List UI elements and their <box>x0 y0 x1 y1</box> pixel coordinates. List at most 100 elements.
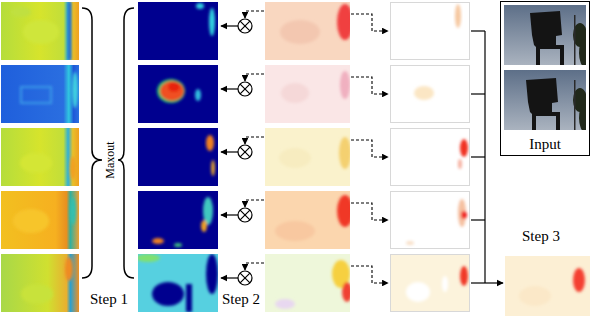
image-region <box>519 286 551 306</box>
image-region <box>157 79 185 103</box>
image-region <box>68 2 71 60</box>
arrow <box>221 214 238 215</box>
image-ground <box>138 191 218 249</box>
image-region <box>579 104 586 130</box>
image-region <box>574 80 576 130</box>
image-ground <box>265 254 350 312</box>
brace <box>118 8 134 278</box>
merge-line <box>471 156 485 157</box>
arrow <box>221 88 238 89</box>
image-region <box>406 241 414 245</box>
dashed-arrow <box>351 203 388 220</box>
image-region <box>168 82 180 92</box>
mask-map <box>138 191 218 249</box>
image-ground <box>390 65 470 123</box>
colour-map <box>265 65 350 123</box>
image-region <box>138 254 160 262</box>
image-border <box>391 3 470 60</box>
multiply-symbol <box>238 82 252 96</box>
score-map <box>1 191 79 249</box>
mask-map <box>138 65 218 123</box>
image-ground <box>390 128 470 186</box>
image-region <box>340 71 350 99</box>
image-region <box>414 86 434 100</box>
image-region <box>196 3 204 9</box>
input-photo <box>504 70 586 130</box>
multiply-symbol <box>238 271 252 285</box>
image-ground <box>265 65 350 123</box>
image-border <box>391 66 470 123</box>
masked-map <box>390 2 470 60</box>
image-ground <box>504 70 586 130</box>
step-label: Step 1 <box>90 291 128 308</box>
image-ground <box>138 128 218 186</box>
colour-map <box>265 2 350 60</box>
image-region <box>460 266 468 286</box>
image-border <box>391 192 470 249</box>
image-ground <box>138 65 218 123</box>
image-region <box>65 257 73 281</box>
dashed-arrow <box>245 137 264 144</box>
image-region <box>574 15 576 65</box>
arrow <box>221 25 238 26</box>
input-box: Input <box>500 1 590 156</box>
image-region <box>526 78 560 130</box>
image-region <box>442 276 448 292</box>
merge-line <box>484 31 485 283</box>
image-region <box>20 153 52 173</box>
image-border <box>391 255 470 312</box>
image-ground <box>265 128 350 186</box>
input-photo <box>504 5 586 65</box>
mask-map <box>138 254 218 312</box>
dashed-arrow <box>351 14 388 31</box>
brace <box>82 8 102 278</box>
score-map <box>1 65 79 123</box>
image-region <box>70 197 76 225</box>
merge-line <box>471 219 485 220</box>
colour-map <box>265 191 350 249</box>
image-region <box>13 209 49 233</box>
image-ground <box>138 2 218 60</box>
dashed-arrow <box>245 200 264 207</box>
image-region <box>152 282 184 306</box>
dashed-arrow <box>245 11 264 18</box>
image-region <box>337 195 350 227</box>
step-label: Step 3 <box>522 228 560 245</box>
image-ground <box>1 128 79 186</box>
image-region <box>152 238 164 244</box>
masked-map <box>390 191 470 249</box>
image-region <box>195 89 201 101</box>
image-region <box>460 139 468 157</box>
image-region <box>461 211 467 219</box>
multiply-symbol <box>238 208 252 222</box>
image-region <box>579 39 586 65</box>
multiply-symbol <box>238 145 252 159</box>
image-region <box>11 7 31 17</box>
image-region <box>201 220 207 232</box>
multiply-symbol <box>238 19 252 33</box>
image-ground <box>1 65 79 123</box>
image-region <box>160 81 184 101</box>
image-region <box>72 72 78 108</box>
image-region <box>70 156 76 180</box>
arrow <box>221 151 238 152</box>
image-region <box>206 135 214 151</box>
image-region <box>211 160 215 176</box>
masked-map <box>390 254 470 312</box>
image-region <box>21 87 51 103</box>
masked-map <box>390 128 470 186</box>
image-region <box>23 20 59 44</box>
image-region <box>573 268 585 292</box>
colour-map <box>265 128 350 186</box>
dashed-arrow <box>245 263 264 270</box>
image-region <box>209 8 215 36</box>
arrow <box>471 282 503 283</box>
image-border <box>391 129 470 186</box>
merge-line <box>471 30 485 31</box>
dashed-arrow <box>351 77 388 94</box>
score-map <box>1 254 79 312</box>
image-ground <box>138 254 218 312</box>
colour-map <box>265 254 350 312</box>
